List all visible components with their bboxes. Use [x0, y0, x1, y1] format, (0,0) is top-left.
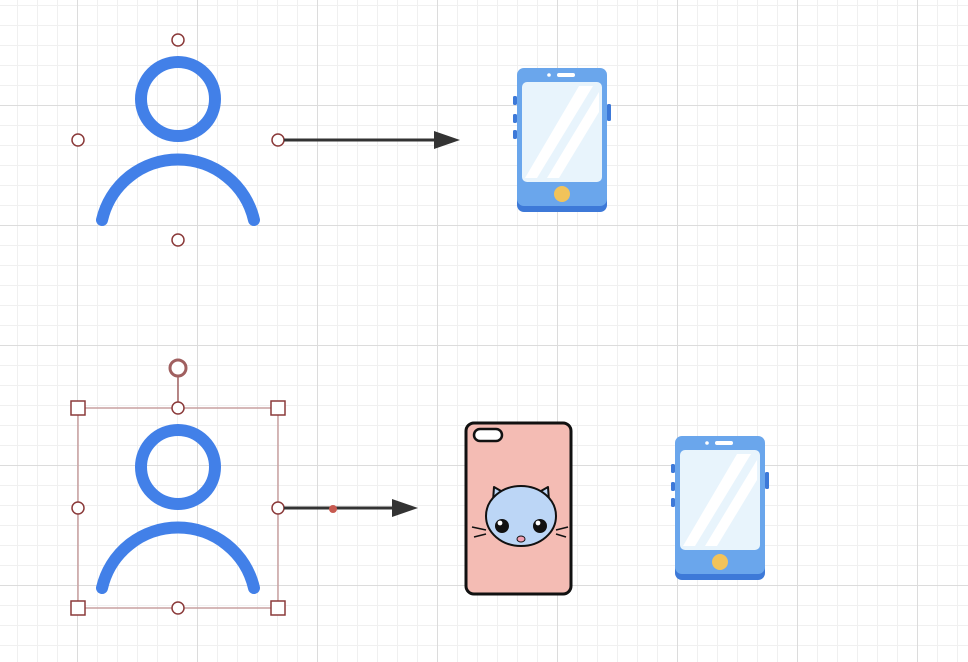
person-icon[interactable] [102, 62, 254, 220]
connection-handle-bottom[interactable] [171, 233, 185, 247]
resize-handle-e[interactable] [271, 501, 285, 515]
resize-handle-w[interactable] [71, 501, 85, 515]
resize-handle-ne[interactable] [270, 400, 286, 416]
smartphone-icon[interactable] [671, 436, 769, 580]
resize-handle-s[interactable] [171, 601, 185, 615]
resize-handle-sw[interactable] [70, 600, 86, 616]
person-connection-handles[interactable] [71, 33, 285, 247]
connector-waypoint[interactable] [329, 505, 337, 513]
person-icon-selected[interactable] [102, 430, 254, 588]
arrow-connector[interactable] [284, 499, 418, 517]
connection-handle-right[interactable] [271, 133, 285, 147]
resize-handle-nw[interactable] [70, 400, 86, 416]
resize-handle-se[interactable] [270, 600, 286, 616]
rotate-handle[interactable] [168, 358, 188, 378]
arrow-connector[interactable] [284, 131, 460, 149]
resize-handle-n[interactable] [171, 401, 185, 415]
cat-face-icon [471, 485, 569, 547]
cat-phone-case-icon[interactable] [464, 421, 573, 596]
selection-box[interactable] [70, 358, 286, 616]
smartphone-icon[interactable] [513, 68, 611, 212]
connection-handle-left[interactable] [71, 133, 85, 147]
connection-handle-top[interactable] [171, 33, 185, 47]
